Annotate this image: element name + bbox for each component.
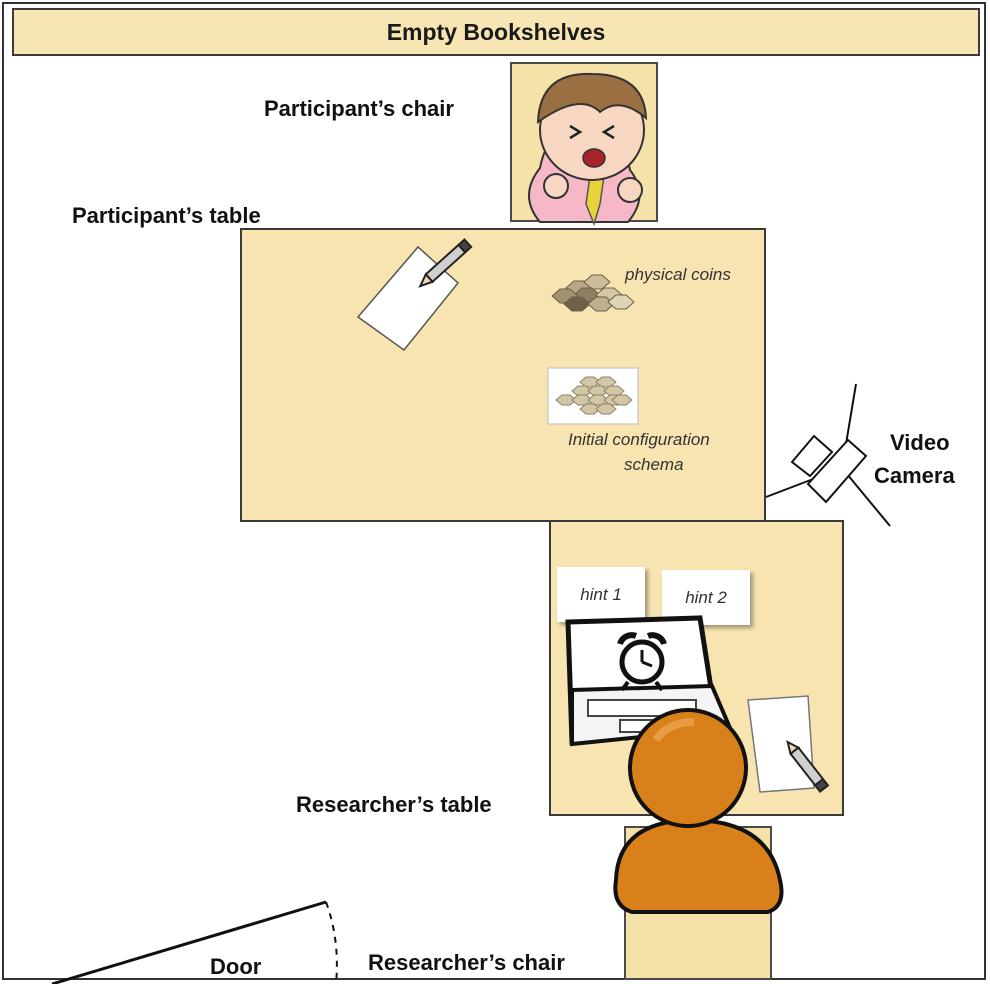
bookshelves-label: Empty Bookshelves [386, 18, 606, 45]
camera-label-line1: Video [890, 430, 950, 455]
video-camera-icon [765, 383, 891, 527]
hint-1-label: hint 1 [580, 584, 622, 604]
door-icon [51, 900, 338, 984]
researcher-table-label: Researcher’s table [296, 792, 492, 817]
door-label: Door [210, 954, 262, 979]
pencil-icon-researcher [786, 740, 830, 793]
physical-coins-icon [551, 274, 635, 312]
camera-label-line2: Camera [874, 463, 955, 488]
participant-table [240, 228, 766, 522]
participant-figure [528, 72, 648, 227]
participant-table-label: Participant’s table [72, 203, 261, 228]
empty-bookshelves: Empty Bookshelves [12, 8, 980, 56]
paper-sheet-researcher [747, 695, 815, 793]
participant-chair-label: Participant’s chair [264, 96, 454, 121]
hint-card-1: hint 1 [557, 567, 645, 622]
schema-label-line2: schema [624, 455, 684, 474]
researcher-chair-label: Researcher’s chair [368, 950, 565, 975]
pencil-icon-participant [418, 238, 473, 288]
hint-card-2: hint 2 [662, 570, 750, 625]
physical-coins-label: physical coins [625, 265, 731, 284]
hint-2-label: hint 2 [685, 587, 727, 607]
schema-label-line1: Initial configuration [568, 430, 710, 449]
alarm-clock-icon [617, 632, 667, 692]
configuration-schema-card [547, 367, 639, 425]
researcher-figure [613, 708, 784, 914]
